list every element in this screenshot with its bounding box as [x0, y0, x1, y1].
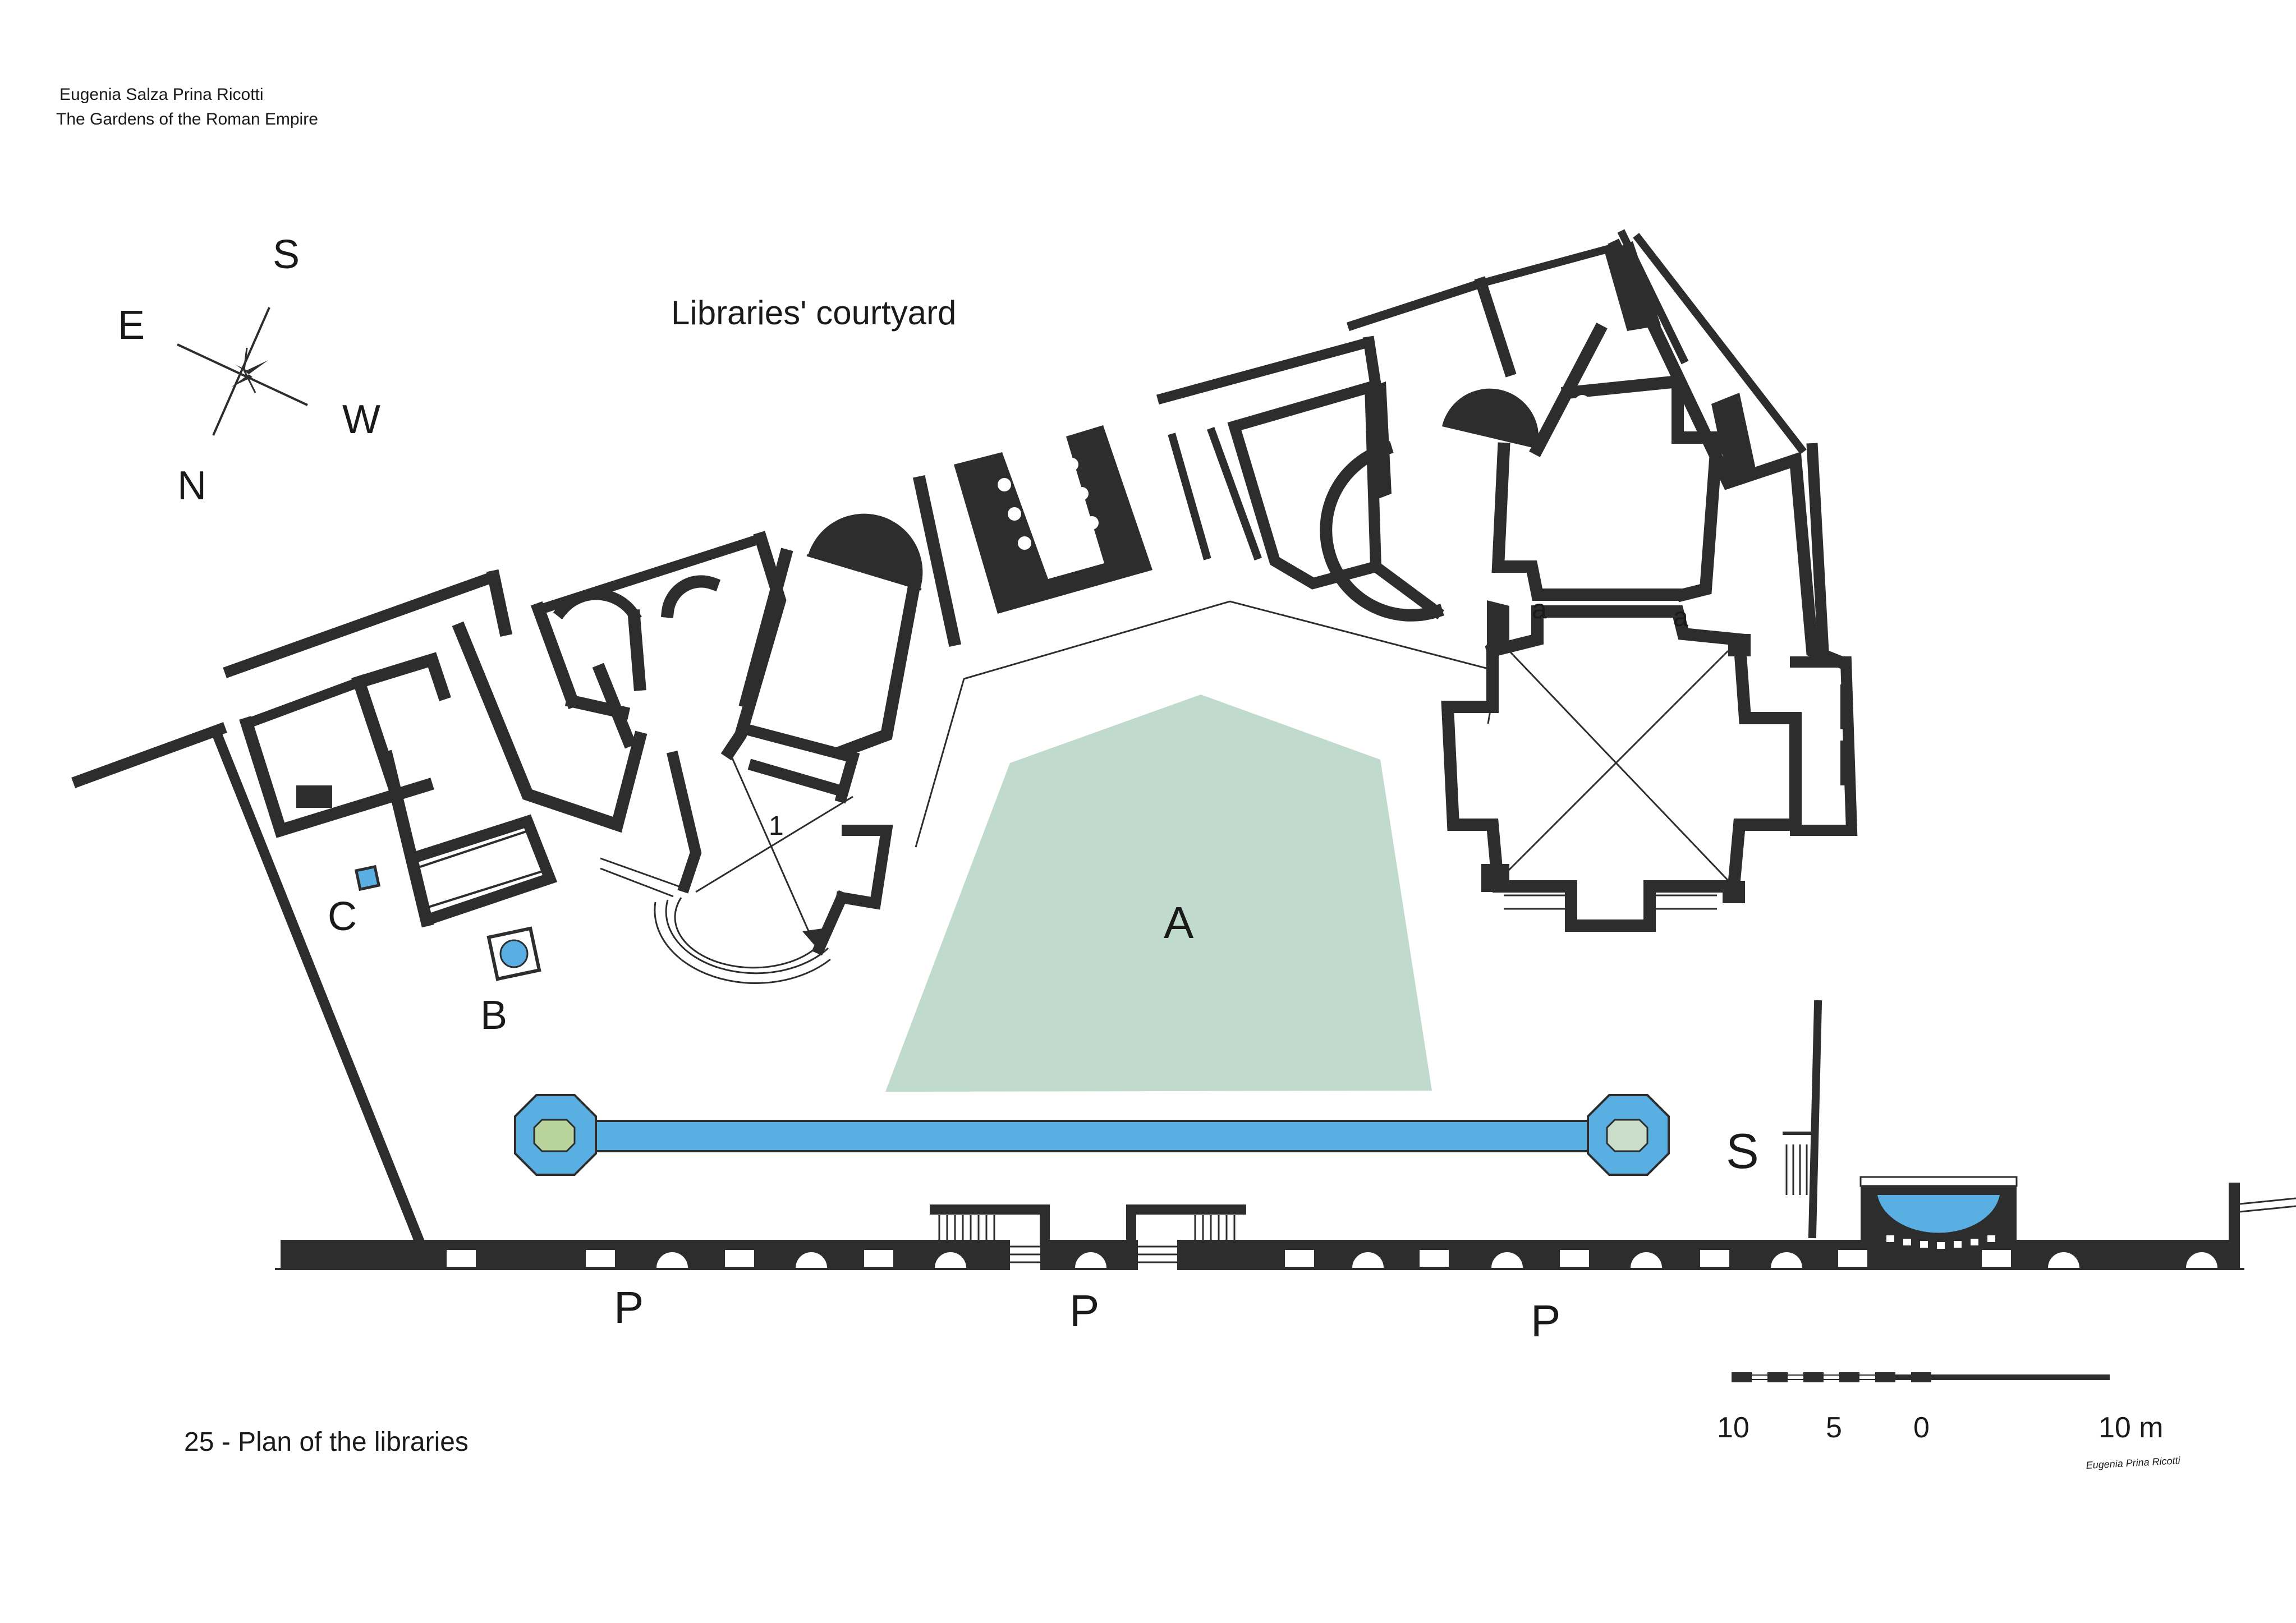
canal: [514, 1094, 1670, 1176]
fountain-label-c: C: [328, 894, 357, 939]
stair-label-s: S: [1726, 1123, 1759, 1179]
compass-west-label: W: [342, 397, 380, 442]
scale-label-5: 5: [1826, 1411, 1842, 1444]
portico-label-3: P: [1531, 1296, 1560, 1346]
portico-label-1: P: [614, 1282, 644, 1332]
walls: [71, 229, 1858, 1249]
portico-label-2: P: [1069, 1286, 1099, 1336]
compass-south-label: S: [273, 232, 300, 277]
author-credit: Eugenia Salza Prina Ricotti: [59, 85, 264, 104]
book-title: The Gardens of the Roman Empire: [56, 110, 318, 128]
figure-caption: 25 - Plan of the libraries: [184, 1427, 469, 1457]
scale-label-10m: 10 m: [2098, 1411, 2164, 1444]
niche-label-a-right: a: [1673, 603, 1688, 632]
courtyard-title: Libraries' courtyard: [671, 294, 956, 332]
scale-label-0: 0: [1913, 1411, 1930, 1444]
compass-north-label: N: [177, 463, 206, 508]
niche-label-a-left: a: [1532, 595, 1547, 624]
fountain-label-b: B: [480, 993, 507, 1038]
room-label-one: 1: [769, 811, 784, 841]
fountain-c: [354, 865, 381, 891]
compass-rose-icon: [177, 307, 308, 436]
scale-bar: [1732, 1372, 2110, 1382]
compass-east-label: E: [118, 303, 145, 348]
scale-label-10: 10: [1717, 1411, 1749, 1444]
portico: [275, 1176, 2296, 1270]
artist-signature: Eugenia Prina Ricotti: [2086, 1455, 2181, 1471]
garden-area-a: [885, 695, 1432, 1092]
garden-label-a: A: [1164, 898, 1194, 948]
fountain-b: [486, 926, 541, 981]
